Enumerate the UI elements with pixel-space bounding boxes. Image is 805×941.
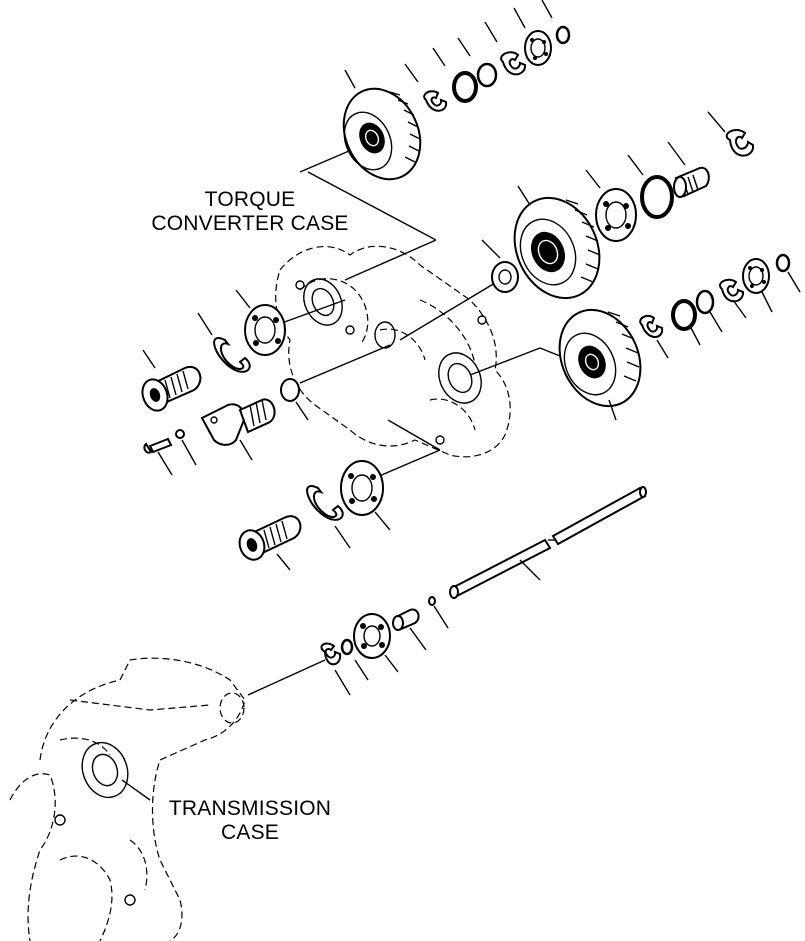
transmission-label-line-1: TRANSMISSION [168,797,332,820]
middle-bearing-parts [491,129,755,293]
torque-label-line-2: CONVERTER CASE [151,212,349,235]
lower-shaft-parts [639,253,791,338]
transmission-case-housing [9,657,246,941]
lower-gear [558,308,642,408]
lower-left-snap-ring [306,485,344,521]
o-ring-seal [280,378,300,402]
transmission-case-label: TRANSMISSION CASE [150,797,350,845]
upper-shaft-parts [423,25,571,112]
transmission-washer [340,638,354,656]
washer [175,429,185,439]
upper-left-coupling [141,365,202,412]
leader-lines [121,0,801,801]
spline-hub [392,608,420,631]
torque-converter-case-label: TORQUE CONVERTER CASE [140,188,360,236]
long-shaft [449,486,647,599]
lower-left-coupling [238,515,302,561]
small-ring [428,596,436,606]
bolt [143,437,173,454]
torque-label-line-1: TORQUE [204,188,296,211]
upper-gear [342,87,422,181]
middle-gear [513,196,601,300]
torque-converter-case-housing [275,245,511,458]
output-yoke [200,398,276,446]
transmission-snap-ring [320,642,342,666]
transmission-bearing [353,613,391,659]
upper-left-bearing [244,304,286,356]
upper-left-snap-ring [213,337,251,373]
transmission-label-line-2: CASE [221,821,279,844]
lower-left-bearing [340,460,384,516]
